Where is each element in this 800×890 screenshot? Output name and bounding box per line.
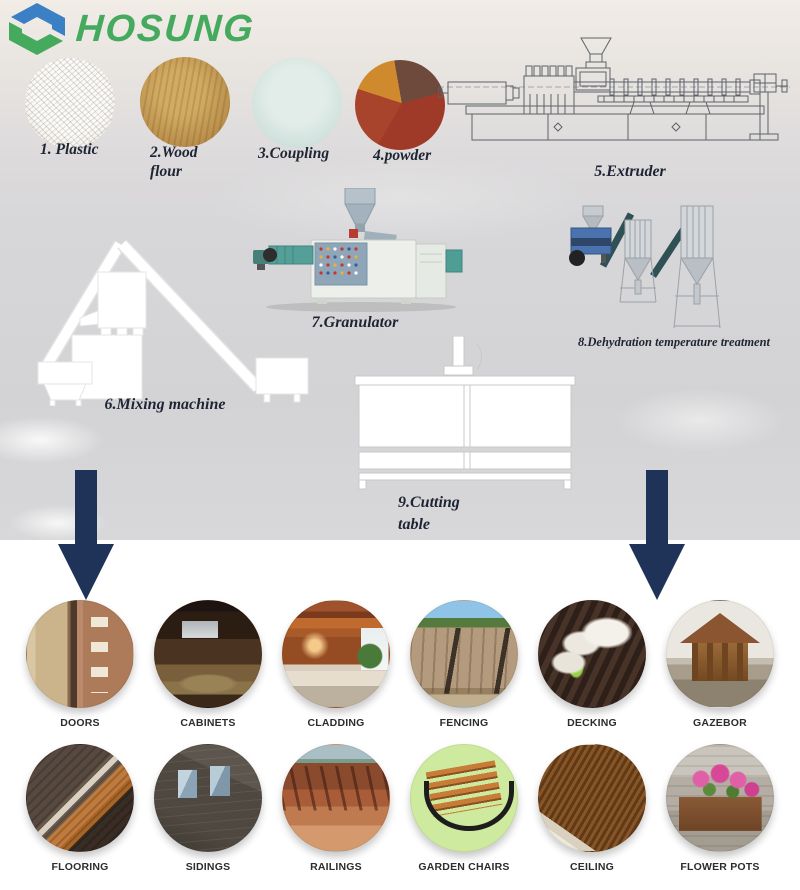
wood-flour-photo [140,57,230,147]
dehydration-machine-image [563,200,745,334]
material-label-coupling: 3.Coupling [258,145,330,162]
railings-photo [282,744,390,852]
product-item: CLADDING [281,600,391,729]
product-item: DECKING [537,600,647,729]
cabinets-photo [154,600,262,708]
product-item: FLOWER POTS [665,744,775,873]
product-label: GARDEN CHAIRS [418,861,510,873]
flooring-photo [26,744,134,852]
product-label: GAZEBOR [693,717,747,729]
product-item: CEILING [537,744,647,873]
product-item: FENCING [409,600,519,729]
label-dehydration: 8.Dehydration temperature treatment [578,335,771,349]
sidings-photo [154,744,262,852]
label-granulator: 7.Granulator [311,314,399,331]
product-label: CABINETS [180,717,236,729]
extruder-drawing [438,36,790,154]
mixing-machine-drawing [28,228,313,406]
product-item: RAILINGS [281,744,391,873]
product-label: FLOORING [51,861,109,873]
label-cutting-line2: table [398,516,430,533]
decking-photo [538,600,646,708]
product-label: CEILING [570,861,614,873]
fencing-photo [410,600,518,708]
coupling-agent-photo [252,58,342,148]
label-extruder: 5.Extruder [594,163,666,180]
gazebo-photo [666,600,774,708]
product-item: FLOORING [25,744,135,873]
product-item: CABINETS [153,600,263,729]
product-item: SIDINGS [153,744,263,873]
product-label: FENCING [439,717,489,729]
garden-chairs-photo [410,744,518,852]
brand-name: HOSUNG [74,8,257,50]
label-mixing-machine: 6.Mixing machine [104,396,226,413]
product-label: DOORS [60,717,100,729]
product-label: CLADDING [307,717,365,729]
powder-pigment-photo [355,60,445,150]
doors-photo [26,600,134,708]
products-row-1: DOORS CABINETS CLADDING FENCING DECKING … [0,600,800,729]
product-item: GARDEN CHAIRS [409,744,519,873]
logo: HOSUNG [6,2,257,56]
cladding-photo [282,600,390,708]
cutting-table-drawing [347,336,583,490]
granulator-image [253,188,468,314]
material-label-powder: 4.powder [373,147,432,164]
plastic-pellets-photo [25,58,115,148]
ceiling-photo [538,744,646,852]
product-label: FLOWER POTS [680,861,760,873]
label-cutting-line1: 9.Cutting [398,494,460,511]
product-label: RAILINGS [310,861,362,873]
flower-pots-photo [666,744,774,852]
product-label: DECKING [567,717,617,729]
product-item: DOORS [25,600,135,729]
hosung-hexagon-logo-icon [6,2,68,56]
products-row-2: FLOORING SIDINGS RAILINGS GARDEN CHAIRS … [0,744,800,873]
product-item: GAZEBOR [665,600,775,729]
product-label: SIDINGS [185,861,231,873]
material-label-plastic: 1. Plastic [40,141,99,158]
material-label-wood-flour: 2.Wood flour [150,144,198,180]
